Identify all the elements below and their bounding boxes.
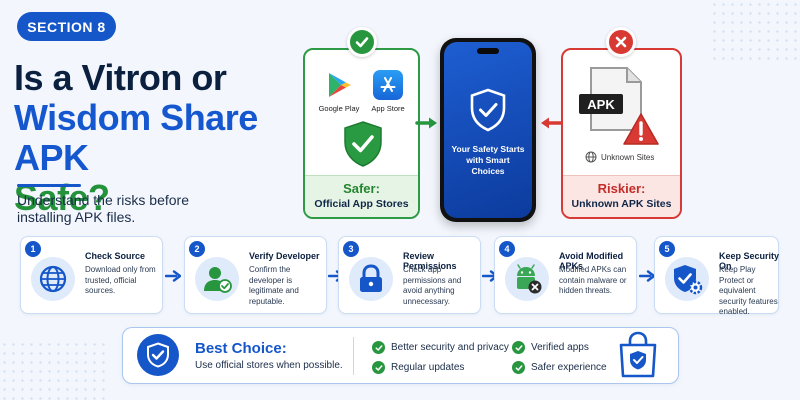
safer-subheading: Official App Stores — [314, 198, 409, 210]
check-icon — [347, 27, 377, 57]
arrow-left-icon — [541, 117, 563, 129]
apk-label: APK — [579, 94, 623, 114]
benefit-label: Regular updates — [391, 362, 465, 373]
step-card: 5 Keep Security On Keep Play Protect or … — [654, 236, 780, 316]
step-title: Review Permissions — [403, 251, 457, 271]
section-badge: SECTION 8 — [17, 12, 116, 41]
step-description: Confirm the developer is legitimate and … — [249, 265, 299, 306]
check-icon — [372, 341, 385, 354]
phone-message: Your Safety Starts with Smart Choices — [451, 144, 525, 176]
decorative-dots — [710, 0, 800, 60]
riskier-subheading: Unknown APK Sites — [571, 198, 672, 210]
benefit-item: Verified apps — [512, 341, 589, 354]
benefit-item: Better security and privacy — [372, 341, 509, 354]
step-card: 3 Review Permissions Check app permissio… — [338, 236, 481, 314]
shopping-bag-shield-icon — [619, 331, 657, 378]
riskier-heading: Riskier: — [597, 181, 646, 196]
best-choice-title: Best Choice: — [195, 340, 287, 357]
shield-check-icon — [470, 88, 506, 132]
step-description: Download only from trusted, official sou… — [85, 265, 156, 295]
best-choice-panel — [122, 327, 679, 384]
benefit-label: Safer experience — [531, 362, 607, 373]
arrow-right-icon — [165, 270, 181, 282]
safer-caption: Safer: Official App Stores — [305, 175, 418, 217]
step-description: Keep Play Protect or equivalent security… — [719, 265, 778, 316]
green-shield-icon — [344, 121, 382, 167]
title-underline — [17, 184, 81, 187]
unknown-sites-row: Unknown Sites — [585, 150, 675, 164]
benefit-label: Better security and privacy — [391, 342, 509, 353]
check-icon — [512, 361, 525, 374]
close-icon — [606, 27, 636, 57]
step-title: Keep Security On — [719, 251, 780, 271]
google-play-label: Google Play — [318, 104, 360, 113]
shield-gear-icon — [665, 257, 709, 301]
step-number: 1 — [25, 241, 41, 257]
benefit-label: Verified apps — [531, 342, 589, 353]
step-description: Modified APKs can contain malware or hid… — [559, 265, 627, 295]
benefit-item: Regular updates — [372, 361, 464, 374]
page-subtitle: Understand the risks before installing A… — [17, 192, 189, 225]
step-card: 4 Avoid Modified APKs Modified APKs can … — [494, 236, 637, 314]
benefit-item: Safer experience — [512, 361, 607, 374]
lock-icon — [349, 257, 393, 301]
user-check-icon — [195, 257, 239, 301]
step-title: Check Source — [85, 251, 146, 261]
android-icon — [505, 257, 549, 301]
step-description: Check app permissions and avoid anything… — [403, 265, 462, 306]
step-number: 3 — [343, 241, 359, 257]
shield-check-icon — [137, 334, 179, 376]
step-title: Verify Developer — [249, 251, 320, 261]
title-line-2: Wisdom Share APK — [14, 97, 258, 178]
riskier-caption: Riskier: Unknown APK Sites — [563, 175, 680, 217]
globe-icon — [585, 151, 597, 163]
step-number: 2 — [189, 241, 205, 257]
phone-screen: Your Safety Starts with Smart Choices — [444, 42, 532, 218]
unknown-sites-label: Unknown Sites — [601, 152, 655, 162]
step-number: 4 — [499, 241, 515, 257]
step-title: Avoid Modified APKs — [559, 251, 624, 271]
arrow-right-icon — [415, 117, 437, 129]
google-play-store: Google Play — [314, 70, 364, 113]
safer-heading: Safer: — [343, 181, 380, 196]
phone-notch — [477, 48, 499, 54]
best-choice-subtitle: Use official stores when possible. — [195, 360, 343, 371]
step-card: 2 Verify Developer Confirm the developer… — [184, 236, 327, 314]
arrow-right-icon — [639, 270, 655, 282]
app-store-label: App Store — [371, 104, 405, 113]
globe-icon — [31, 257, 75, 301]
phone-mockup: Your Safety Starts with Smart Choices — [440, 38, 536, 222]
title-line-1: Is a Vitron or — [14, 57, 227, 98]
divider — [353, 337, 354, 375]
decorative-dots — [0, 340, 110, 400]
step-card: 1 Check Source Download only from truste… — [20, 236, 163, 314]
app-store-icon — [373, 70, 403, 100]
warning-icon — [623, 113, 659, 145]
step-number: 5 — [659, 241, 675, 257]
app-store: App Store — [363, 70, 413, 113]
check-icon — [372, 361, 385, 374]
google-play-icon — [324, 70, 354, 100]
check-icon — [512, 341, 525, 354]
